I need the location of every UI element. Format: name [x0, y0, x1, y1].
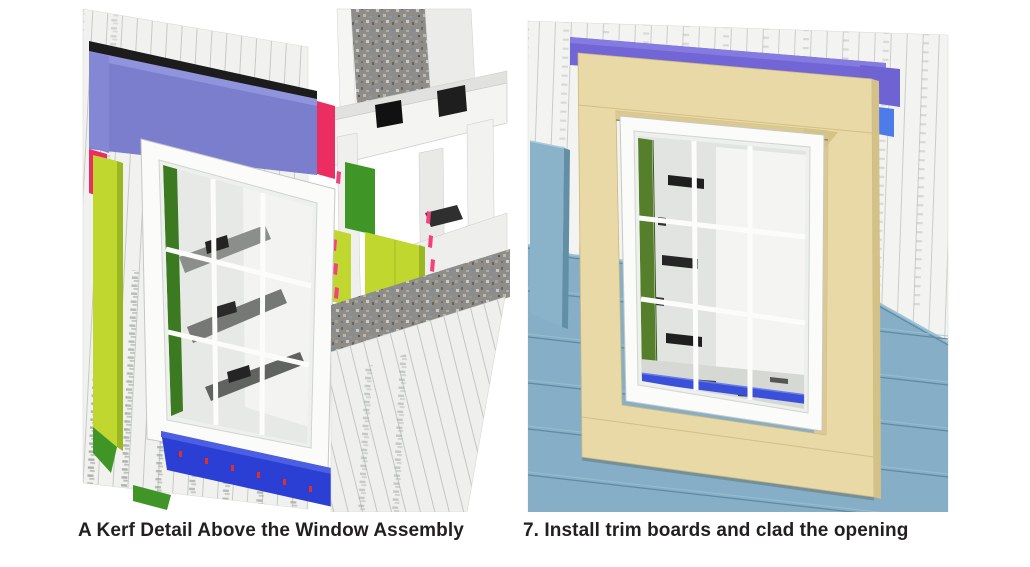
kerf-cut — [89, 41, 317, 101]
window-grille — [165, 178, 312, 436]
caption-trim-clad: 7. Install trim boards and clad the open… — [523, 520, 909, 541]
reveal-furring-green — [163, 165, 183, 416]
siding-plank — [529, 140, 570, 329]
reveal-furring-green — [638, 138, 656, 381]
kerf-detail-illustration — [82, 8, 510, 512]
interior-sill-flashing — [639, 372, 806, 404]
caption-kerf-detail: A Kerf Detail Above the Window Assembly — [78, 520, 464, 541]
sheathing-right-wall — [330, 296, 506, 512]
window — [619, 115, 825, 432]
window — [140, 138, 336, 473]
window-grille — [638, 140, 806, 400]
trim-clad-illustration — [527, 20, 949, 512]
fastener-marks-red — [179, 451, 312, 492]
figure-kerf-detail — [75, 7, 510, 512]
figure-trim-clad — [520, 7, 955, 512]
sill-flashing — [161, 431, 333, 507]
concrete-section-bottom — [331, 249, 510, 352]
